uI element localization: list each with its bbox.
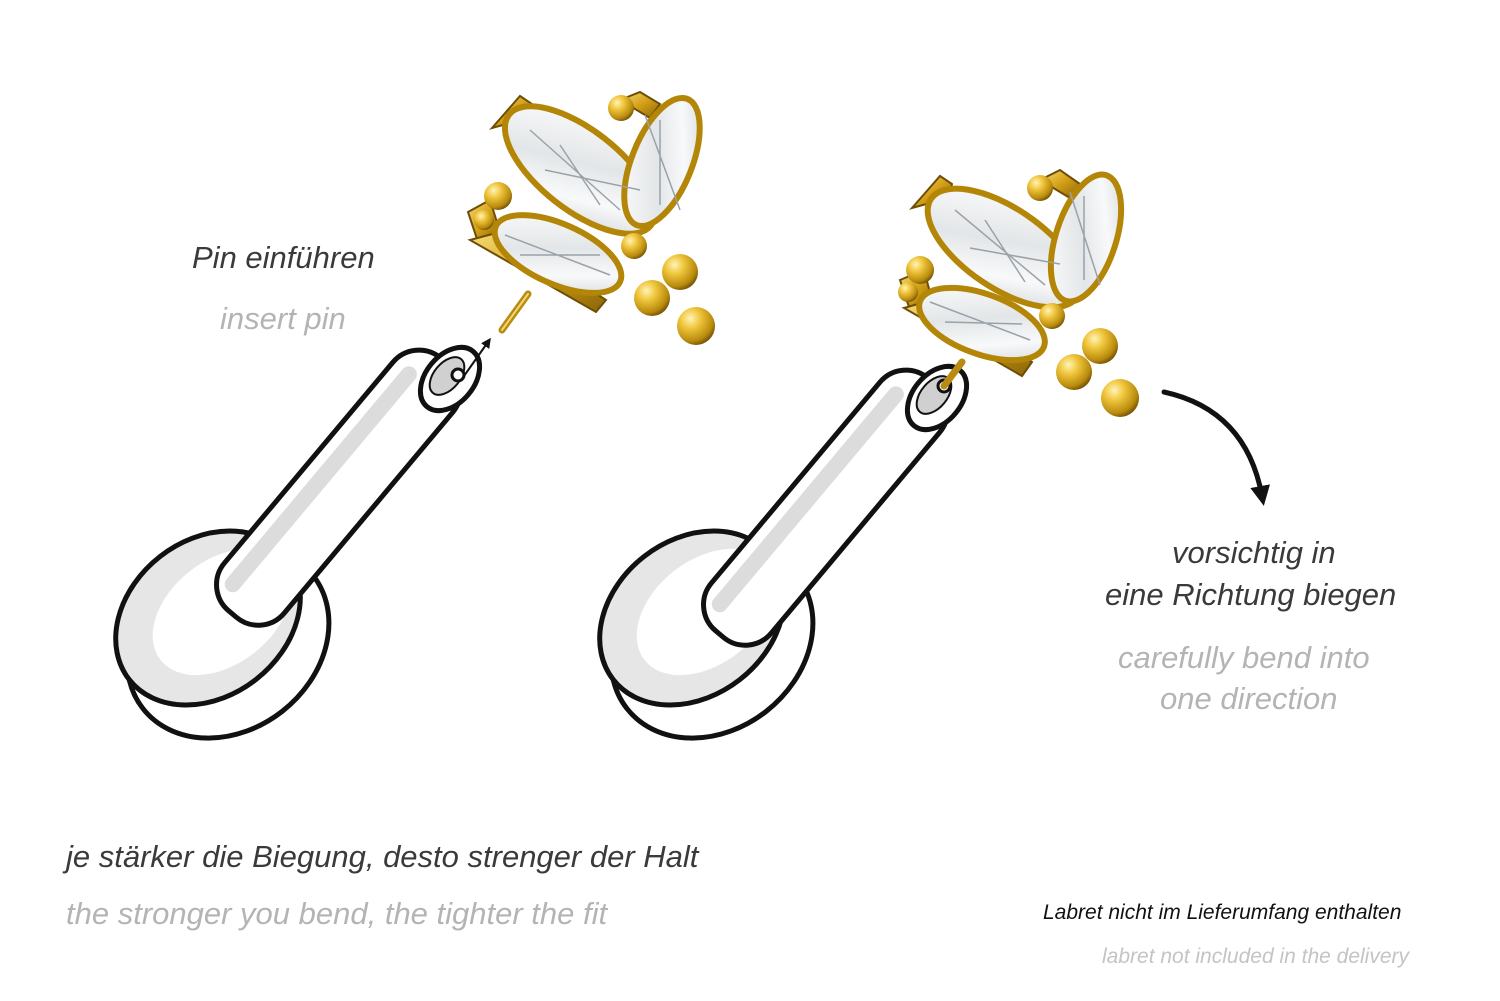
jewel-top-right bbox=[898, 168, 1139, 417]
insert-pin-label-en: insert pin bbox=[220, 301, 346, 336]
bend-label-en-line1: carefully bend into bbox=[1118, 640, 1370, 675]
curved-arrow-down-icon bbox=[1161, 389, 1270, 506]
strength-note-en: the stronger you bend, the tighter the f… bbox=[66, 896, 608, 931]
labret-disclaimer-de: Labret nicht im Lieferumfang enthalten bbox=[1043, 901, 1402, 924]
labret-left bbox=[113, 344, 483, 741]
strength-note-de: je stärker die Biegung, desto strenger d… bbox=[66, 839, 699, 874]
arrow-up-right-icon bbox=[463, 337, 491, 377]
insert-pin-label-de: Pin einführen bbox=[192, 240, 375, 275]
bend-label-de-line2: eine Richtung biegen bbox=[1105, 577, 1397, 612]
jewel-top-left bbox=[466, 90, 715, 345]
bend-label-en-line2: one direction bbox=[1160, 681, 1338, 716]
bend-label-de-line1: vorsichtig in bbox=[1172, 535, 1336, 570]
labret-right bbox=[597, 363, 970, 741]
labret-disclaimer-en: labret not included in the delivery bbox=[1102, 945, 1410, 968]
